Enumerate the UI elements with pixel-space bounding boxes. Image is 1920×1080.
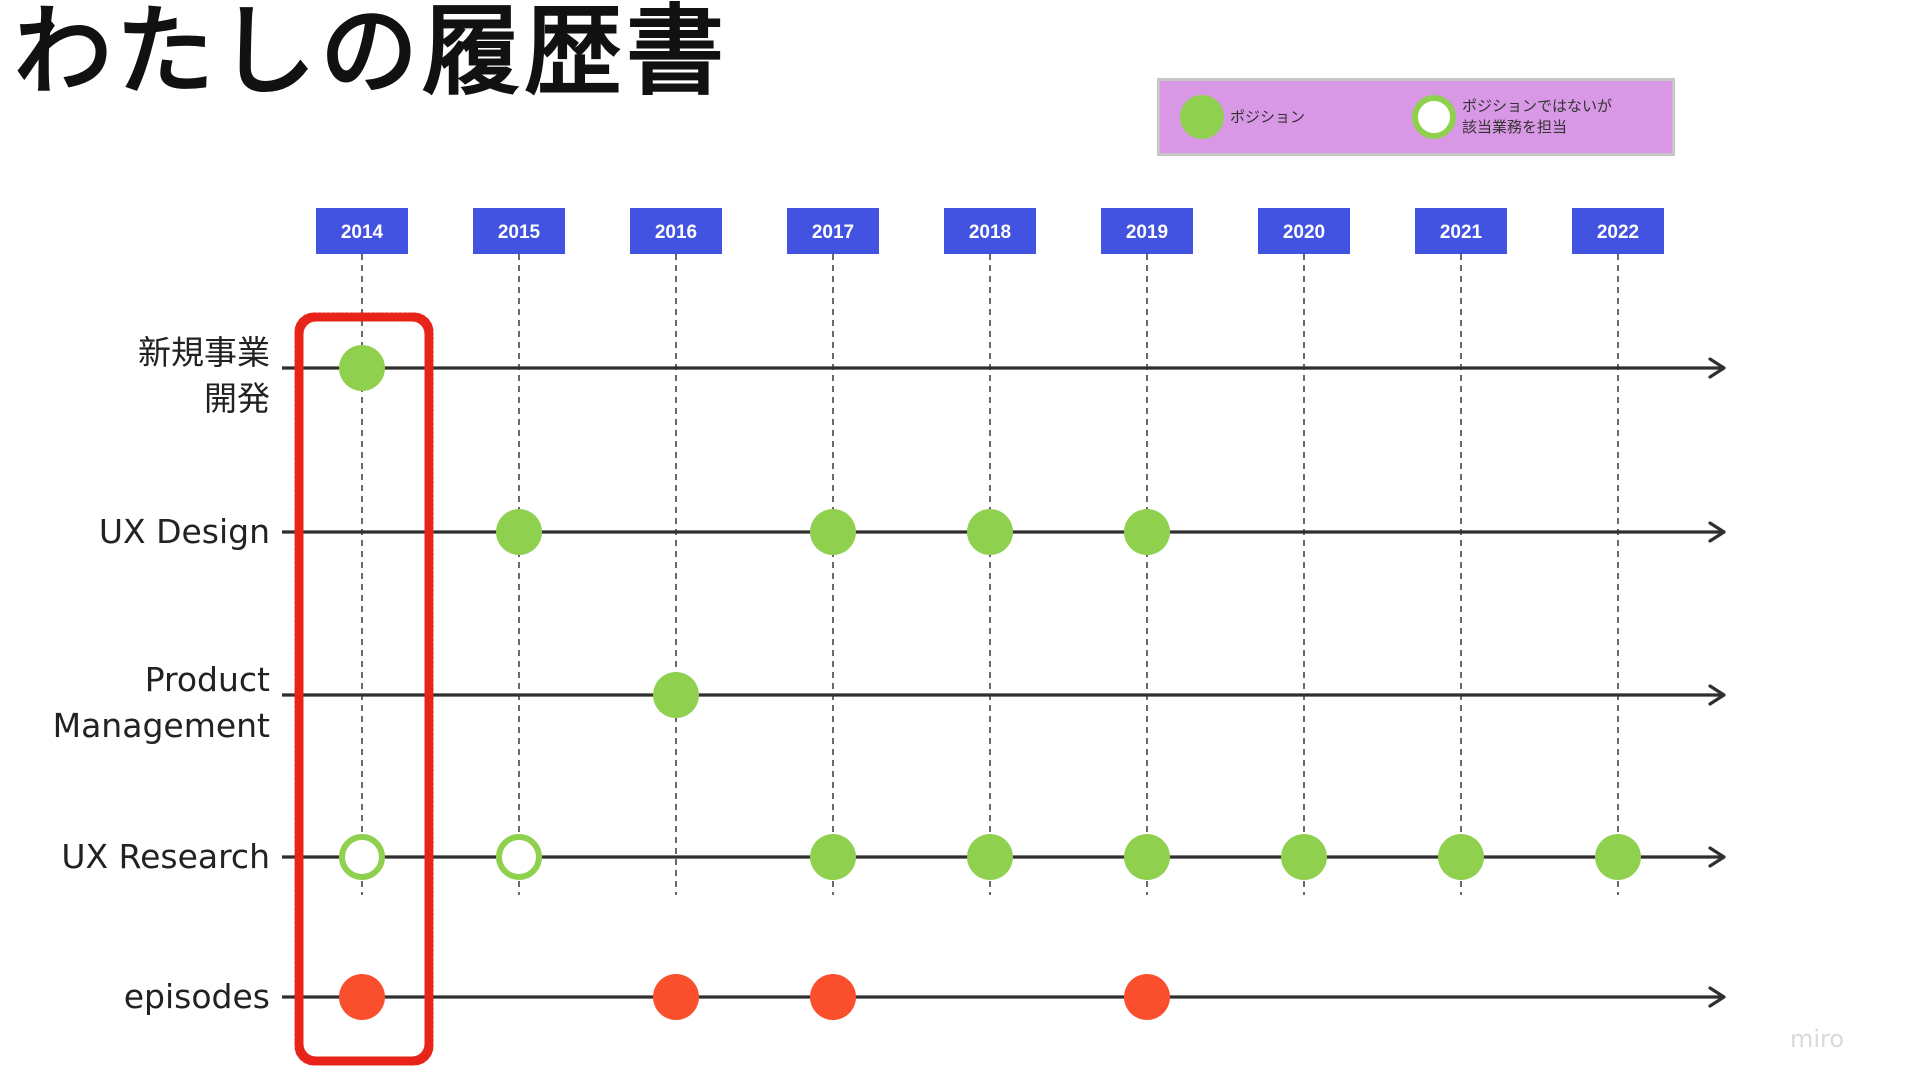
arrow-head-icon (1708, 846, 1726, 868)
legend-label-acting: ポジションではないが 該当業務を担当 (1462, 97, 1613, 136)
year-header-2016 (630, 208, 722, 254)
year-header-2018 (944, 208, 1036, 254)
episode-marker-2014 (339, 974, 385, 1020)
position-marker-2018 (967, 834, 1013, 880)
row-label-1: UX Design (98, 512, 270, 552)
arrow-head-icon (1708, 357, 1726, 379)
arrow-head-icon (1708, 521, 1726, 543)
legend: ポジション ポジションではないが 該当業務を担当 (1157, 78, 1675, 156)
year-header-2020 (1258, 208, 1350, 254)
year-header-2021 (1415, 208, 1507, 254)
legend-item-acting: ポジションではないが 該当業務を担当 (1412, 95, 1612, 139)
episode-marker-2017 (810, 974, 856, 1020)
arrow-head-icon (1708, 684, 1726, 706)
year-label: 2014 (341, 222, 384, 243)
year-label: 2016 (655, 222, 697, 243)
row-label-3: UX Research (61, 837, 270, 877)
arrow-head-icon (1708, 986, 1726, 1008)
legend-hollow-circle-icon (1412, 95, 1456, 139)
highlight-box-inner (300, 318, 428, 1060)
year-label: 2018 (969, 222, 1011, 243)
position-marker-2019 (1124, 509, 1170, 555)
row-label-0: 新規事業 開発 (138, 333, 270, 418)
year-header-2017 (787, 208, 879, 254)
highlight-box (294, 312, 434, 1066)
year-label: 2022 (1597, 222, 1639, 243)
position-marker-2018 (967, 509, 1013, 555)
year-label: 2021 (1440, 222, 1483, 243)
hollow-marker-2015 (496, 834, 542, 880)
year-header-2014 (316, 208, 408, 254)
position-marker-2021 (1438, 834, 1484, 880)
year-label: 2020 (1283, 222, 1325, 243)
legend-label-position: ポジション (1230, 107, 1306, 126)
position-marker-2017 (810, 509, 856, 555)
episode-marker-2019 (1124, 974, 1170, 1020)
year-label: 2015 (498, 222, 541, 243)
position-marker-2019 (1124, 834, 1170, 880)
year-header-2022 (1572, 208, 1664, 254)
year-header-2019 (1101, 208, 1193, 254)
position-marker-2020 (1281, 834, 1327, 880)
hollow-marker-2014 (339, 834, 385, 880)
position-marker-2016 (653, 672, 699, 718)
legend-filled-circle-icon (1180, 95, 1224, 139)
row-label-2: Product Management (52, 660, 270, 745)
year-header-2015 (473, 208, 565, 254)
position-marker-2015 (496, 509, 542, 555)
position-marker-2014 (339, 345, 385, 391)
page-title: わたしの履歴書 (14, 0, 729, 109)
legend-item-position: ポジション (1180, 95, 1305, 139)
position-marker-2022 (1595, 834, 1641, 880)
miro-watermark: miro (1790, 1025, 1845, 1053)
position-marker-2017 (810, 834, 856, 880)
row-label-4: episodes (123, 977, 270, 1017)
year-label: 2017 (812, 222, 854, 243)
episode-marker-2016 (653, 974, 699, 1020)
year-label: 2019 (1126, 222, 1168, 243)
